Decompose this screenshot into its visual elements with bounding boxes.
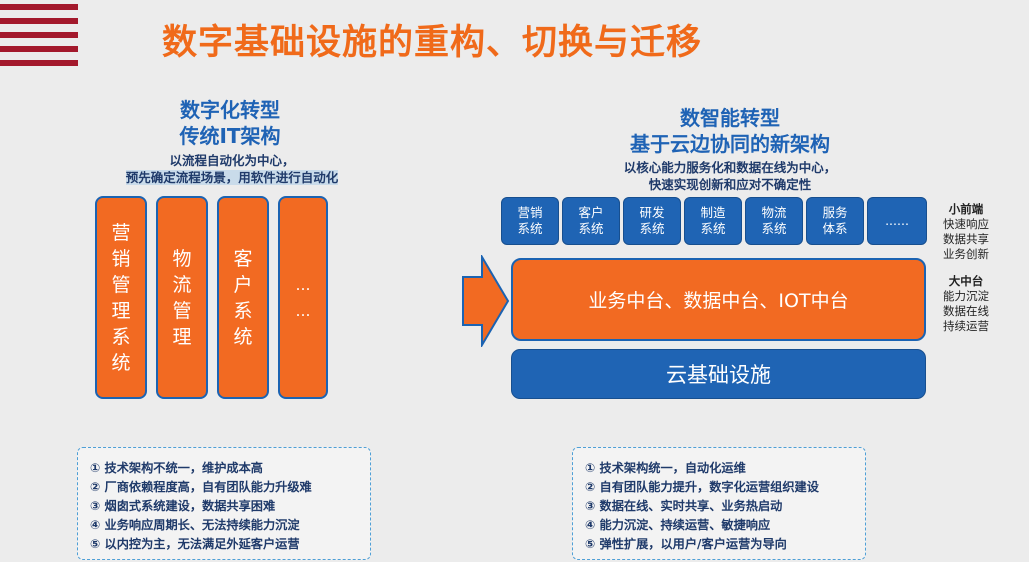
logo-stripe [0,4,78,10]
column-customer: 客户 系统 [217,196,269,399]
column-more: …… [278,196,328,399]
module-more: ...... [867,197,927,245]
right-point: ② 自有团队能力提升，数字化运营组织建设 [585,480,819,494]
left-point: ① 技术架构不统一，维护成本高 [90,461,263,475]
module-rd: 研发系统 [623,197,681,245]
logo-stripe [0,18,78,24]
left-heading: 数字化转型 传统IT架构 [120,97,340,149]
left-point: ③ 烟囱式系统建设，数据共享困难 [90,499,276,513]
page-title: 数字基础设施的重构、切换与迁移 [162,23,703,63]
middle-label: 大中台 能力沉淀 数据在线 持续运营 [943,274,989,333]
logo-stripe [0,60,78,66]
left-point: ⑤ 以内控为主，无法满足外延客户运营 [90,537,300,551]
left-heading-line2: 传统IT架构 [179,124,281,148]
module-marketing: 营销系统 [501,197,559,245]
right-point: ④ 能力沉淀、持续运营、敏捷响应 [585,518,771,532]
right-point: ① 技术架构统一，自动化运维 [585,461,746,475]
right-sub-line1: 以核心能力服务化和数据在线为中心， [623,160,837,175]
left-sub-line2: 预先确定流程场景，用软件进行自动化 [125,170,339,185]
right-heading: 数智能转型 基于云边协同的新架构 [600,105,860,157]
right-heading-line2: 基于云边协同的新架构 [630,132,830,156]
module-manufacturing: 制造系统 [684,197,742,245]
right-point: ⑤ 弹性扩展，以用户/客户运营为导向 [585,537,787,551]
logo-stripe [0,46,78,52]
module-customer: 客户系统 [562,197,620,245]
column-marketing: 营销 管理 系统 [95,196,147,399]
left-point: ② 厂商依赖程度高，自有团队能力升级难 [90,480,312,494]
logo-stripes [0,0,78,72]
left-sub-line1: 以流程自动化为中心， [169,153,295,168]
right-arrow-icon [462,255,510,347]
left-points-box: ① 技术架构不统一，维护成本高 ② 厂商依赖程度高，自有团队能力升级难 ③ 烟囱… [77,447,371,560]
middle-platform: 业务中台、数据中台、IOT中台 [511,258,926,341]
logo-stripe [0,32,78,38]
right-points-box: ① 技术架构统一，自动化运维 ② 自有团队能力提升，数字化运营组织建设 ③ 数据… [572,447,866,560]
right-sub-line2: 快速实现创新和应对不确定性 [648,177,812,192]
cloud-infrastructure: 云基础设施 [511,349,926,399]
right-heading-line1: 数智能转型 [680,106,780,130]
right-subtitle: 以核心能力服务化和数据在线为中心， 快速实现创新和应对不确定性 [605,159,855,193]
front-label: 小前端 快速响应 数据共享 业务创新 [943,202,989,261]
module-logistics: 物流系统 [745,197,803,245]
module-service: 服务体系 [806,197,864,245]
left-subtitle: 以流程自动化为中心， 预先确定流程场景，用软件进行自动化 [96,152,368,186]
left-heading-line1: 数字化转型 [180,98,280,122]
left-point: ④ 业务响应周期长、无法持续能力沉淀 [90,518,300,532]
column-logistics: 物流 管理 [156,196,208,399]
right-point: ③ 数据在线、实时共享、业务热启动 [585,499,783,513]
